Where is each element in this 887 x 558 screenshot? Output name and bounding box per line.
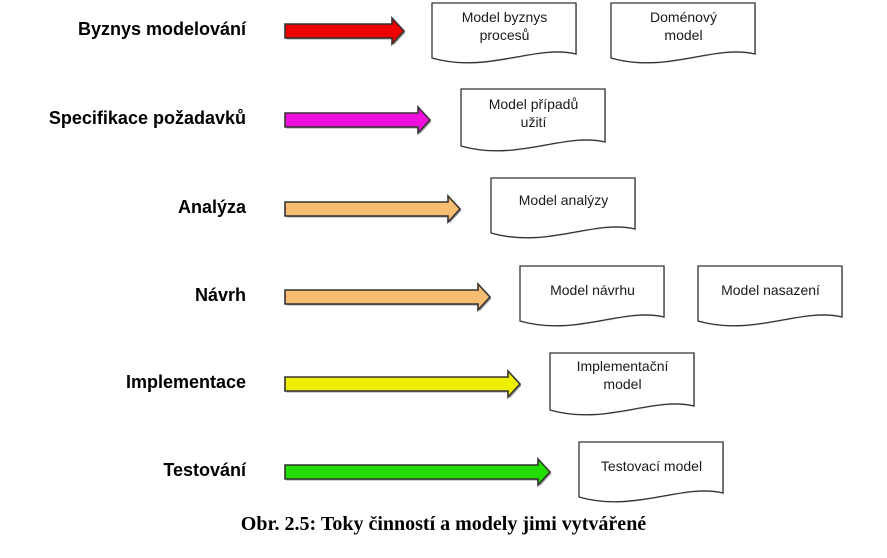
document-model-navrhu: Model návrhu — [519, 265, 666, 331]
arrow-body — [284, 194, 462, 224]
arrow-body — [284, 282, 492, 312]
arrow-implementation — [284, 369, 522, 399]
document-text-line: Doménový — [650, 9, 717, 25]
arrow-analysis — [284, 194, 462, 224]
document-text-line: Implementační — [576, 358, 669, 374]
workflow-label-business-modeling: Byznys modelování — [77, 19, 246, 39]
document-model-analyzy: Model analýzy — [490, 177, 637, 243]
workflow-label-design: Návrh — [194, 285, 246, 305]
arrow-testing — [284, 457, 552, 487]
document-model-byznys-procesu: Model byznys procesů — [431, 2, 578, 68]
document-outline — [549, 352, 695, 416]
document-outline — [578, 441, 724, 503]
document-implementacni-model: Implementační model — [549, 352, 696, 420]
document-text-line: Model nasazení — [721, 282, 820, 298]
document-outline — [610, 2, 756, 64]
document-text-line: Model byznys — [461, 9, 548, 25]
arrow-business-modeling — [284, 16, 406, 46]
document-domenovy-model: Doménový model — [610, 2, 757, 68]
document-outline — [490, 177, 636, 239]
document-text-line: Model případů — [488, 96, 579, 112]
document-outline — [460, 88, 606, 152]
document-text-line: Model návrhu — [550, 282, 635, 298]
figure-caption: Obr. 2.5: Toky činností a modely jimi vy… — [240, 513, 647, 535]
arrow-body — [284, 457, 552, 487]
document-text-line: Testovací model — [600, 458, 703, 474]
document-text-line: Model analýzy — [518, 192, 609, 208]
document-text-line: procesů — [479, 27, 530, 43]
document-model-nasazeni: Model nasazení — [697, 265, 844, 331]
document-testovaci-model: Testovací model — [578, 441, 725, 507]
workflow-label-analysis: Analýza — [177, 197, 246, 217]
document-text-line: model — [664, 27, 703, 43]
document-outline — [519, 265, 665, 327]
workflow-label-requirements: Specifikace požadavků — [48, 108, 246, 128]
document-text-line: model — [603, 376, 642, 392]
arrow-body — [284, 16, 406, 46]
document-text-line: užití — [520, 114, 547, 130]
arrow-requirements — [284, 105, 432, 135]
workflow-label-testing: Testování — [163, 460, 246, 480]
document-outline — [431, 2, 577, 64]
arrow-body — [284, 105, 432, 135]
workflow-label-implementation: Implementace — [125, 372, 246, 392]
arrow-body — [284, 369, 522, 399]
document-model-pripadu-uziti: Model případů užití — [460, 88, 607, 156]
arrow-design — [284, 282, 492, 312]
document-outline — [697, 265, 843, 327]
